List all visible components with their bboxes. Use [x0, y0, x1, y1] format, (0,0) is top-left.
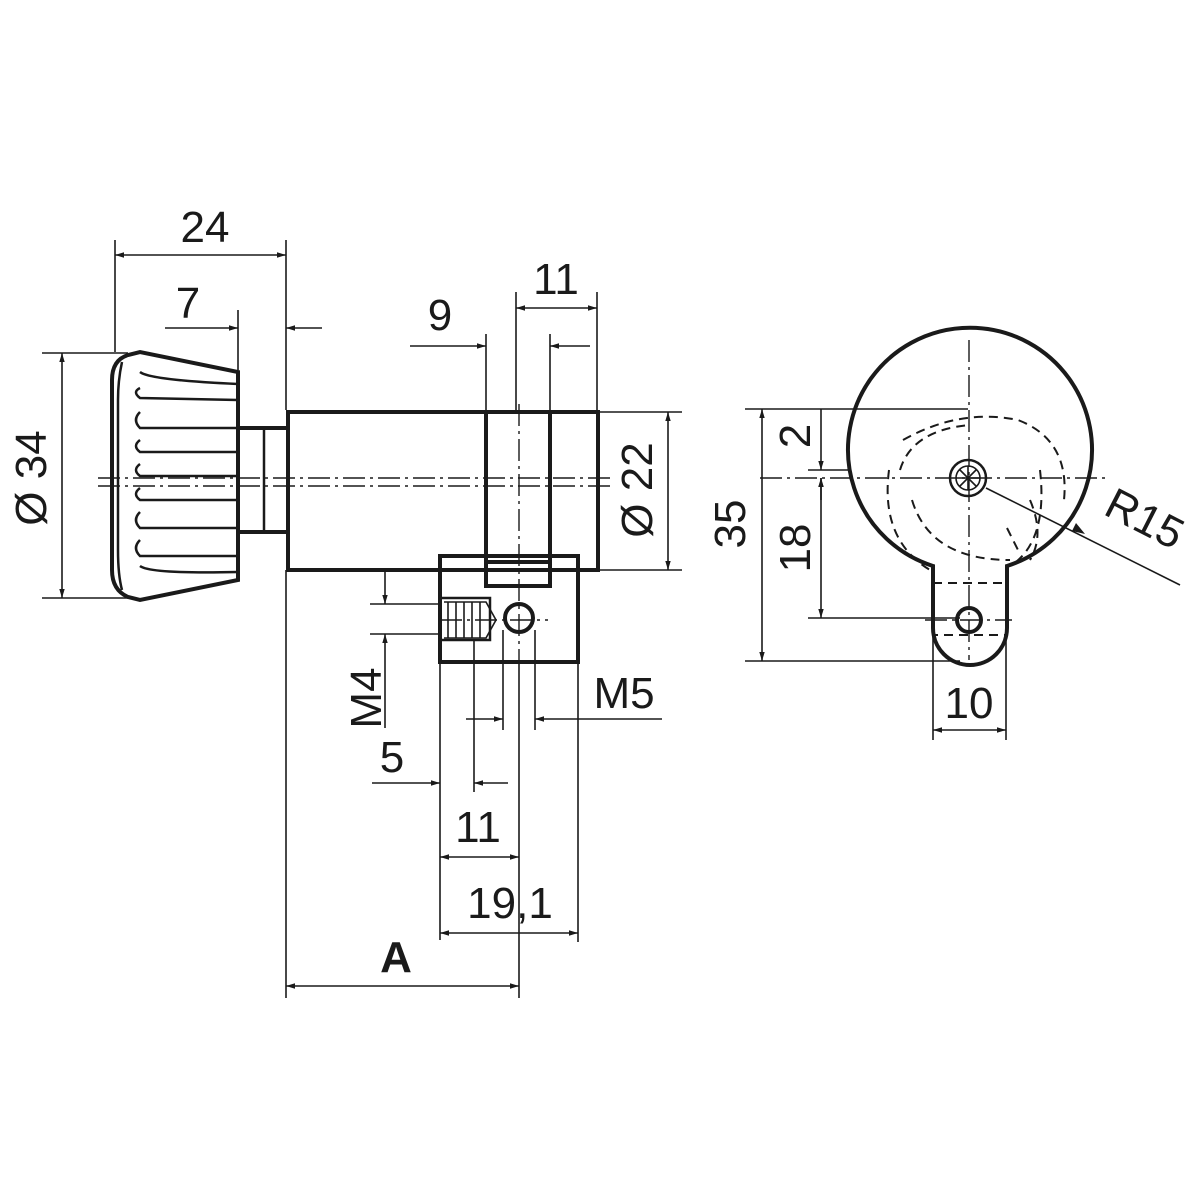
dim-10: 10: [932, 628, 1007, 740]
dim-dia22: Ø 22: [598, 411, 682, 571]
dim-18: 18: [771, 478, 960, 619]
dim-m4: M4: [342, 570, 440, 729]
dim-35-label: 35: [706, 500, 755, 549]
dim-35: 35: [706, 408, 968, 662]
hidden-lines: [886, 415, 1066, 636]
dim-7: 7: [165, 279, 322, 370]
dim-18-label: 18: [771, 524, 820, 573]
dim-m5: M5: [466, 630, 662, 730]
dim-9-label: 9: [428, 291, 452, 340]
dim-10-label: 10: [945, 679, 994, 728]
dim-r15: R15: [985, 479, 1192, 586]
front-outline: [846, 325, 1094, 667]
dim-r15-label: R15: [1097, 479, 1191, 559]
dim-5-label: 5: [380, 733, 404, 782]
dim-m5-label: M5: [593, 669, 654, 718]
cylinder-body: [286, 410, 600, 588]
dim-dia22-label: Ø 22: [613, 442, 662, 537]
dim-7-label: 7: [176, 279, 200, 328]
dim-5: 5: [372, 640, 508, 792]
lobe-hole: [925, 606, 1012, 634]
dim-9: 9: [410, 291, 590, 410]
dim-24-label: 24: [181, 203, 230, 252]
dim-dia34-label: Ø 34: [7, 430, 56, 525]
dim-19-1-label: 19,1: [467, 879, 553, 928]
dim-19-1: 19,1: [440, 662, 579, 942]
dim-m4-label: M4: [342, 667, 391, 728]
knurled-knob: [110, 349, 240, 603]
dim-24: 24: [114, 203, 287, 410]
side-view: 24 7 Ø 34 11 9: [7, 203, 682, 998]
dim-11-bottom: 11: [439, 662, 520, 998]
dim-11-top-label: 11: [533, 255, 579, 304]
dim-2: 2: [771, 409, 850, 500]
dim-11-top: 11: [515, 255, 598, 410]
dim-dia34: Ø 34: [7, 352, 128, 599]
front-view: R15 35 2 18 10: [706, 325, 1192, 740]
dim-a: A: [285, 570, 519, 998]
dim-a-label: A: [380, 933, 412, 982]
dim-2-label: 2: [771, 424, 820, 448]
key-hub: [948, 458, 988, 498]
shaft: [236, 426, 290, 534]
dim-11-bottom-label: 11: [455, 803, 501, 852]
